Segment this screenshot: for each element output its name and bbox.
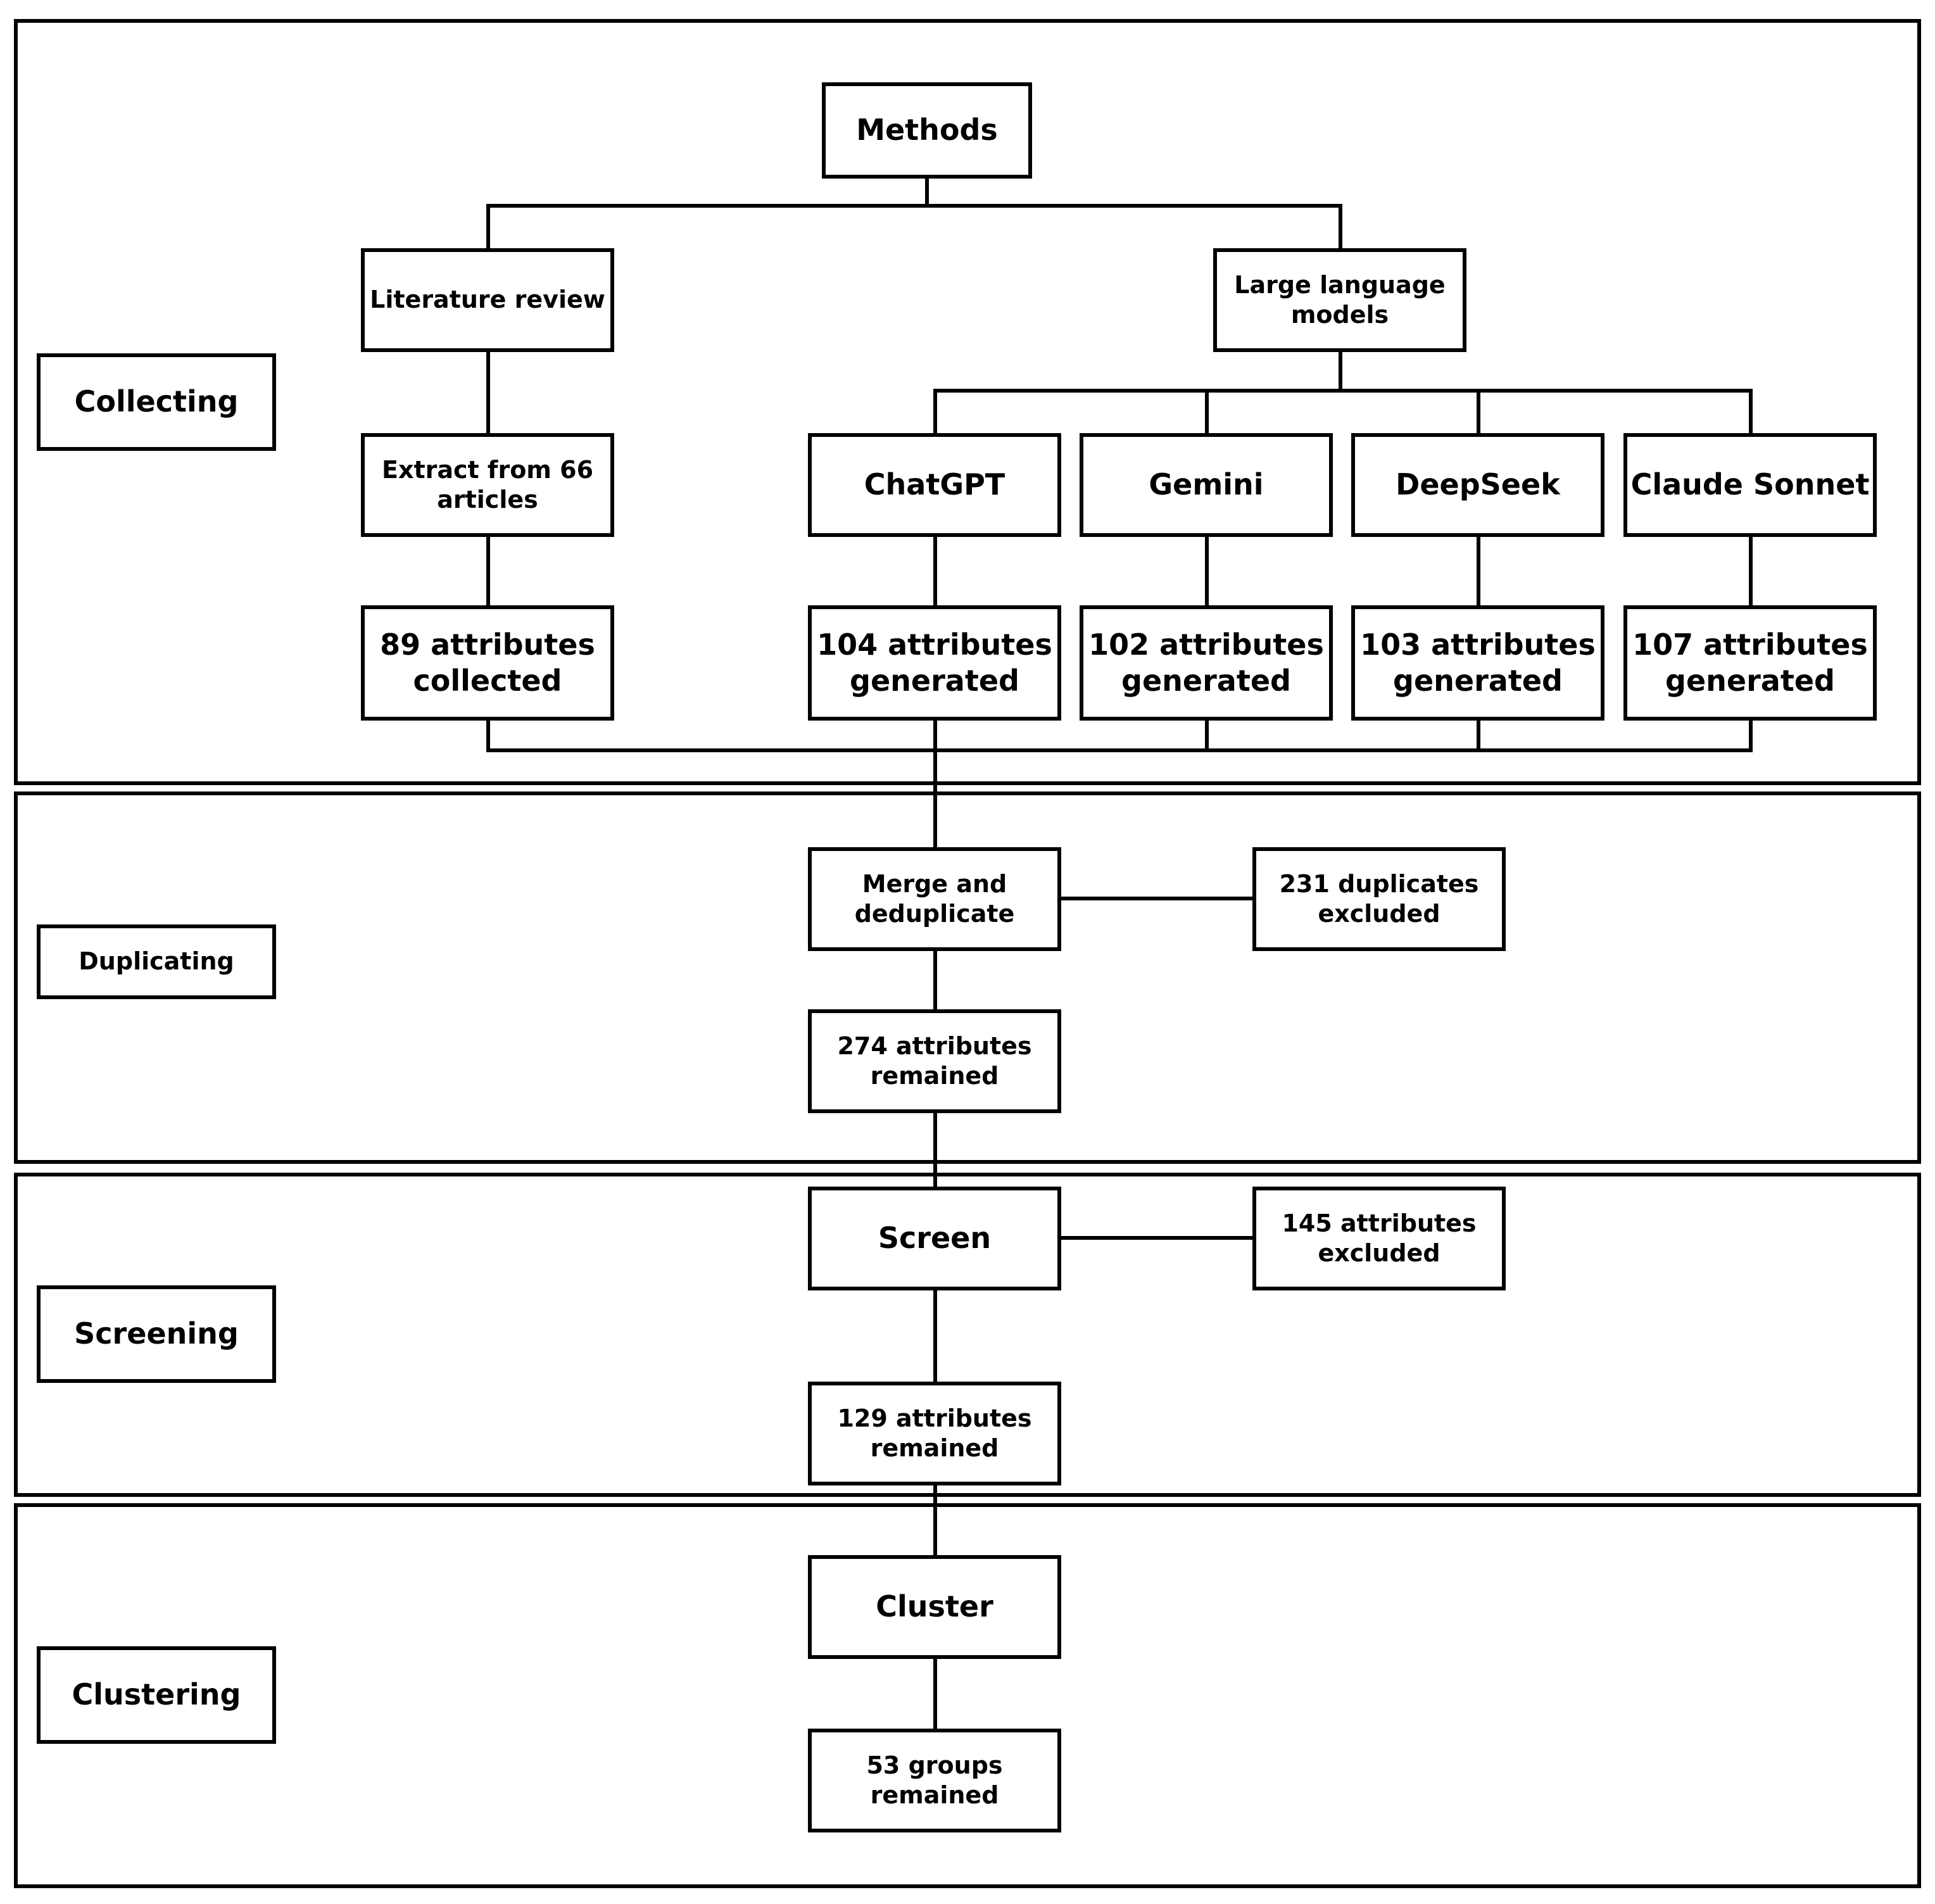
connector: [933, 389, 1753, 393]
connector: [1205, 536, 1209, 607]
connector: [933, 536, 937, 607]
connector: [1339, 204, 1342, 249]
connector: [1477, 389, 1480, 434]
chatgpt-attributes-node: 104 attributes generated: [808, 605, 1061, 721]
methods-node: Methods: [822, 82, 1032, 179]
connector: [933, 389, 937, 434]
connector: [486, 719, 490, 752]
literature-review-node: Literature review: [361, 248, 614, 352]
connector: [1339, 351, 1342, 393]
gemini-node: Gemini: [1080, 433, 1333, 537]
stage-label-duplicating: Duplicating: [37, 924, 276, 999]
connector: [933, 1484, 937, 1556]
cluster-node: Cluster: [808, 1555, 1061, 1659]
screen-excluded-node: 145 attributes excluded: [1252, 1187, 1506, 1290]
screen-node: Screen: [808, 1187, 1061, 1290]
remained-274-node: 274 attributes remained: [808, 1009, 1061, 1113]
connector: [1205, 719, 1209, 752]
connector: [486, 536, 490, 607]
chatgpt-node: ChatGPT: [808, 433, 1061, 537]
deepseek-node: DeepSeek: [1351, 433, 1604, 537]
claude-attributes-node: 107 attributes generated: [1623, 605, 1877, 721]
connector: [933, 1289, 937, 1383]
literature-attributes-node: 89 attributes collected: [361, 605, 614, 721]
connector: [1060, 1236, 1255, 1240]
stage-label-collecting: Collecting: [37, 353, 276, 451]
connector: [1477, 719, 1480, 752]
connector: [1749, 389, 1753, 434]
connector: [1205, 389, 1209, 434]
connector: [933, 1658, 937, 1730]
connector: [1749, 719, 1753, 752]
connector: [933, 719, 937, 848]
connector: [486, 204, 1342, 208]
connector: [925, 179, 929, 208]
remained-129-node: 129 attributes remained: [808, 1382, 1061, 1485]
extract-articles-node: Extract from 66 articles: [361, 433, 614, 537]
connector: [1477, 536, 1480, 607]
duplicates-excluded-node: 231 duplicates excluded: [1252, 847, 1506, 951]
groups-53-node: 53 groups remained: [808, 1729, 1061, 1832]
connector: [486, 748, 1753, 752]
stage-label-clustering: Clustering: [37, 1646, 276, 1744]
gemini-attributes-node: 102 attributes generated: [1080, 605, 1333, 721]
llm-node: Large language models: [1213, 248, 1466, 352]
connector: [933, 950, 937, 1011]
deepseek-attributes-node: 103 attributes generated: [1351, 605, 1604, 721]
stage-label-screening: Screening: [37, 1285, 276, 1383]
connector: [933, 1112, 937, 1188]
connector: [486, 204, 490, 249]
connector: [486, 351, 490, 434]
merge-deduplicate-node: Merge and deduplicate: [808, 847, 1061, 951]
connector: [1749, 536, 1753, 607]
connector: [1060, 897, 1255, 900]
claude-sonnet-node: Claude Sonnet: [1623, 433, 1877, 537]
